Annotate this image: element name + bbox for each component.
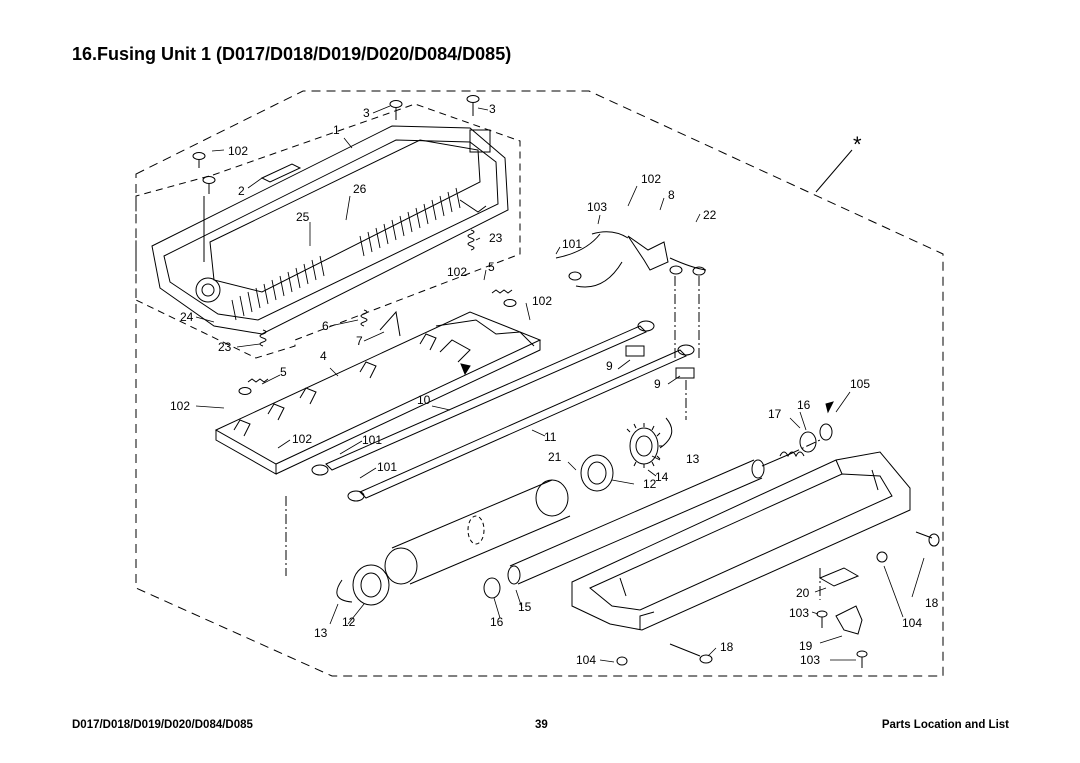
callout-label: 104 <box>902 616 922 630</box>
screw-icons-top <box>192 95 480 262</box>
callout-label: 9 <box>606 359 613 373</box>
callout-label: 102 <box>292 432 312 446</box>
callout-label: 23 <box>218 340 232 354</box>
bracket-19 <box>835 605 863 635</box>
footer-model-codes: D017/D018/D019/D020/D084/D085 <box>72 719 253 731</box>
label-plate <box>260 163 302 183</box>
thermistor-lead <box>435 319 535 347</box>
assembly-boundary <box>135 90 944 677</box>
callout-label: 102 <box>641 172 661 186</box>
callout-label: 5 <box>280 365 287 379</box>
callout-label: 13 <box>314 626 328 640</box>
callout-label: 3 <box>363 106 370 120</box>
callout-label: 102 <box>170 399 190 413</box>
callout-label: 12 <box>342 615 356 629</box>
callout-label: 2 <box>238 184 245 198</box>
callout-label: 101 <box>562 237 582 251</box>
callout-label: 13 <box>686 452 700 466</box>
stripper-bracket-part <box>214 310 542 475</box>
assembly-marker-leader <box>815 149 853 193</box>
pressure-roller-bearings <box>779 423 833 458</box>
callout-label: 18 <box>720 640 734 654</box>
callout-label: 11 <box>544 430 557 444</box>
callout-label: 15 <box>518 600 532 614</box>
callout-label: 21 <box>548 450 562 464</box>
callout-label: 20 <box>796 586 810 600</box>
page-title: 16.Fusing Unit 1 (D017/D018/D019/D020/D0… <box>72 44 512 64</box>
callout-label: 25 <box>296 210 310 224</box>
footer-section-title: Parts Location and List <box>881 719 1009 731</box>
callout-label: 101 <box>377 460 397 474</box>
callout-label: 8 <box>668 188 675 202</box>
callout-label: 103 <box>789 606 809 620</box>
spring-icons <box>247 229 513 383</box>
callout-label: 3 <box>489 102 496 116</box>
exit-guide-fins <box>231 187 461 321</box>
leader-lines <box>195 105 925 663</box>
footer-page-number: 39 <box>535 719 548 731</box>
top-cover-part <box>151 125 509 335</box>
callout-label: 10 <box>417 393 431 407</box>
callout-label: 22 <box>703 208 717 222</box>
callout-label: 14 <box>655 470 669 484</box>
callout-label: 102 <box>532 294 552 308</box>
callout-label: 17 <box>768 407 782 421</box>
callout-label: 103 <box>800 653 820 667</box>
alignment-lines <box>285 276 821 600</box>
top-cover-outline <box>135 103 521 359</box>
bracket-20 <box>818 567 860 587</box>
callout-label: 6 <box>322 319 329 333</box>
callout-label: 24 <box>180 310 194 324</box>
lower-frame-part <box>571 451 911 631</box>
fusing-lamp-lower <box>347 344 695 502</box>
callout-label: 105 <box>850 377 870 391</box>
direction-arrow-icon <box>460 363 834 414</box>
callout-label: 103 <box>587 200 607 214</box>
assembly-marker: * <box>853 132 862 157</box>
callout-label: 12 <box>643 477 657 491</box>
callout-label: 102 <box>228 144 248 158</box>
callout-label: 16 <box>797 398 811 412</box>
callout-label: 101 <box>362 433 382 447</box>
callout-label: 18 <box>925 596 939 610</box>
callout-label: 19 <box>799 639 813 653</box>
screw-icons-bottom <box>616 531 940 668</box>
callout-label: 23 <box>489 231 503 245</box>
thermostat-harness <box>555 231 707 288</box>
ring-5-lower <box>238 387 252 395</box>
callout-label: 104 <box>576 653 596 667</box>
fusing-lamp-upper <box>311 320 655 476</box>
lamp-terminal-lower <box>675 367 695 379</box>
callout-label: 102 <box>447 265 467 279</box>
callout-label: 5 <box>488 260 495 274</box>
callout-label: 16 <box>490 615 504 629</box>
callout-label: 7 <box>356 334 363 348</box>
pressure-roller-part <box>483 453 791 599</box>
callout-label: 26 <box>353 182 367 196</box>
ring-5-upper <box>503 299 517 307</box>
callout-label: 9 <box>654 377 661 391</box>
callout-labels: 3 3 1 102 2 26 25 23 102 5 102 24 23 6 7… <box>170 102 939 667</box>
drive-gear-part <box>626 423 663 468</box>
callout-label: 1 <box>333 123 340 137</box>
hot-roller-part <box>384 479 571 585</box>
lamp-terminal-upper <box>625 345 645 357</box>
callout-label: 4 <box>320 349 327 363</box>
